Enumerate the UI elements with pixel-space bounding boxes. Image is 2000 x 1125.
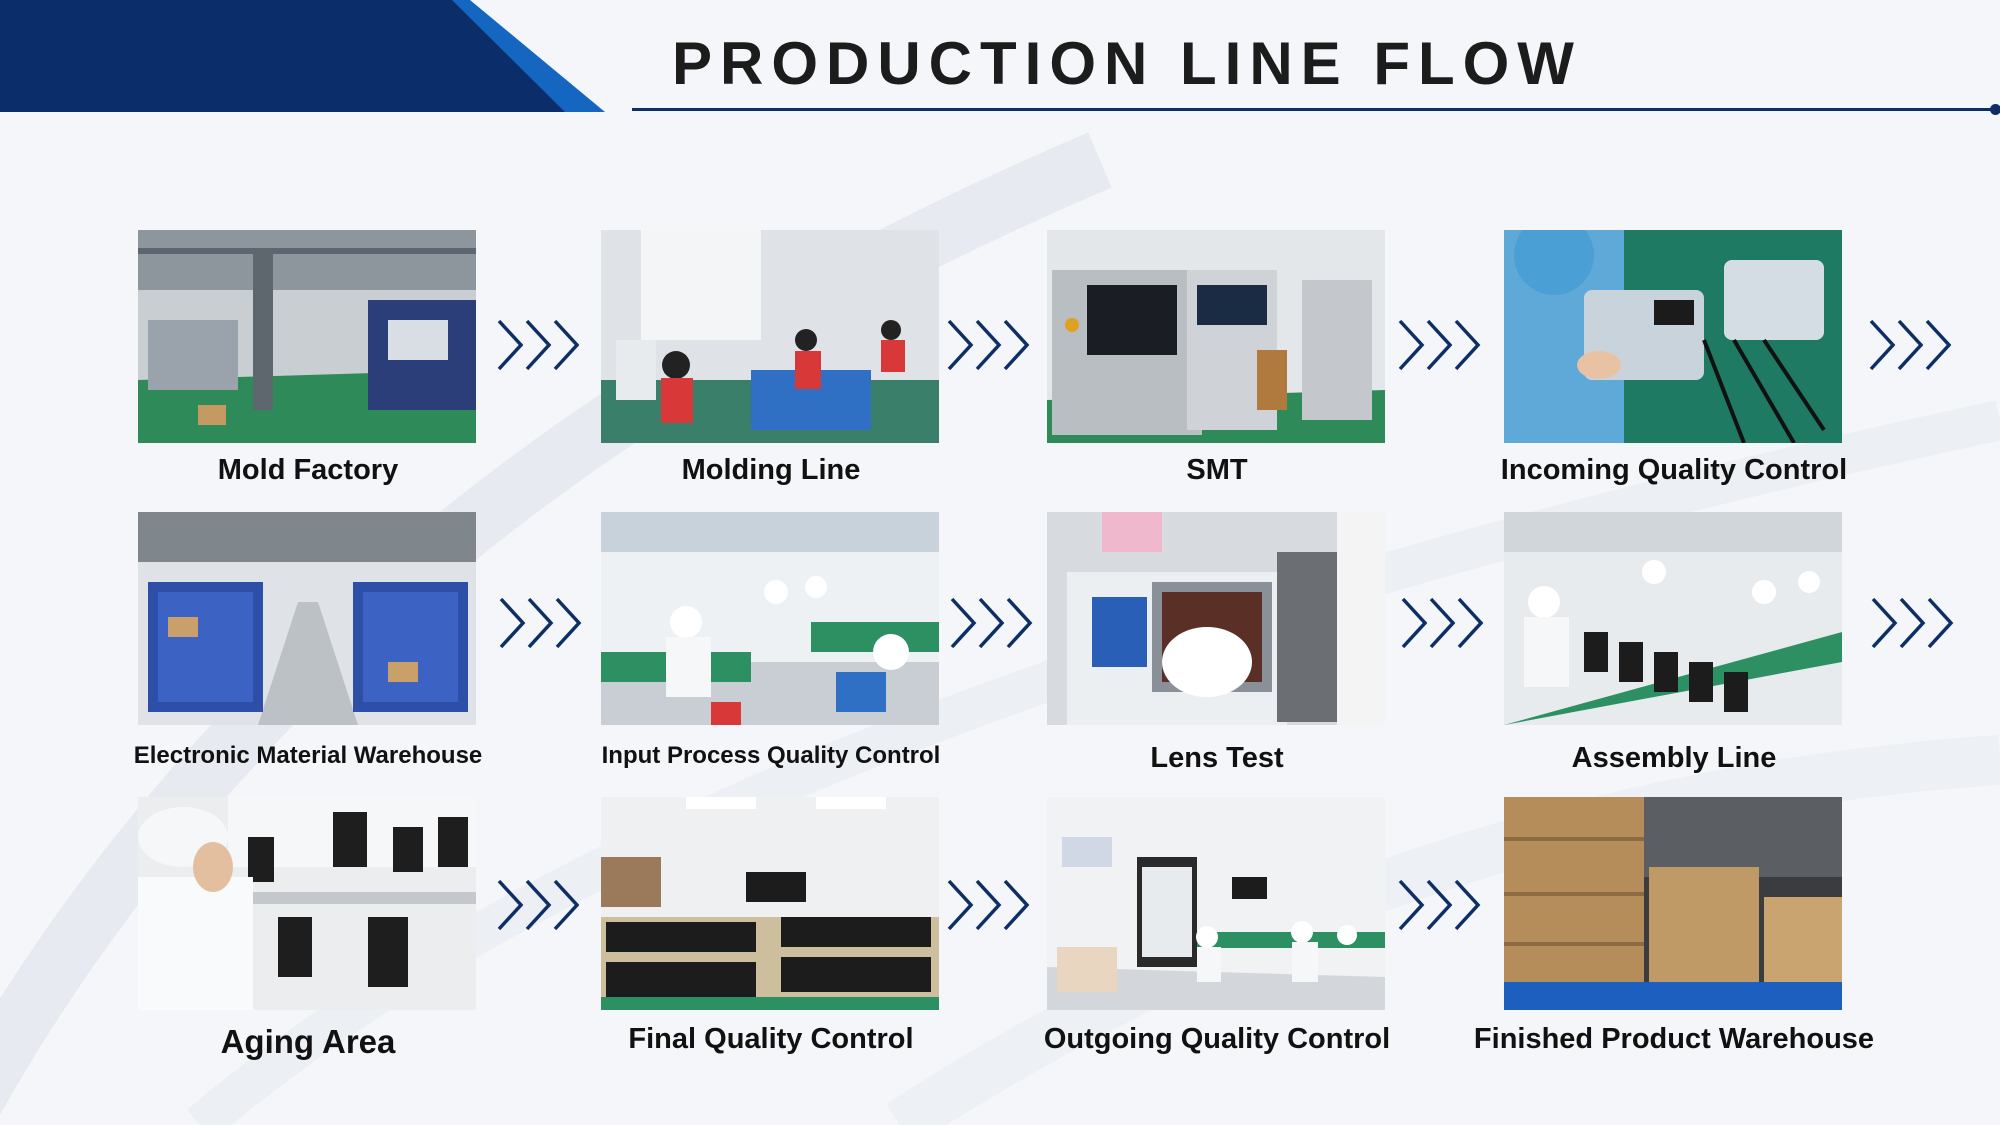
title-underline-dot	[1990, 104, 2000, 115]
triple-chevron-right-icon	[1871, 597, 1954, 649]
triple-chevron-right-icon	[947, 319, 1030, 371]
factory-floor-photo	[138, 230, 476, 443]
molding-workers-photo	[601, 230, 939, 443]
triple-chevron-right-icon	[1398, 879, 1481, 931]
triple-chevron-right-icon	[497, 879, 580, 931]
triple-chevron-right-icon	[497, 319, 580, 371]
page-title: PRODUCTION LINE FLOW	[672, 30, 1582, 97]
step-caption: Mold Factory	[217, 454, 399, 486]
boxes-pallets-photo	[1504, 797, 1842, 1010]
step-caption: Electronic Material Warehouse	[133, 742, 483, 769]
triple-chevron-right-icon	[950, 597, 1033, 649]
header-banner	[0, 0, 605, 112]
triple-chevron-right-icon	[1401, 597, 1484, 649]
assembly-workers-photo	[601, 512, 939, 725]
inspection-hands-photo	[1504, 230, 1842, 443]
triple-chevron-right-icon	[1869, 319, 1952, 371]
step-caption: Incoming Quality Control	[1500, 454, 1848, 486]
triple-chevron-right-icon	[947, 879, 1030, 931]
step-caption: Outgoing Quality Control	[1043, 1023, 1391, 1055]
step-caption: Assembly Line	[1571, 742, 1777, 774]
triple-chevron-right-icon	[1398, 319, 1481, 371]
aging-rack-photo	[138, 797, 476, 1010]
step-caption: Input Process Quality Control	[601, 742, 941, 769]
warehouse-shelves-photo	[138, 512, 476, 725]
qc-office-photo	[1047, 797, 1385, 1010]
step-caption: Final Quality Control	[628, 1023, 914, 1055]
step-caption: Finished Product Warehouse	[1473, 1023, 1875, 1055]
step-caption: Lens Test	[1150, 742, 1284, 774]
camera-assembly-photo	[1504, 512, 1842, 725]
title-underline	[632, 108, 1992, 111]
triple-chevron-right-icon	[499, 597, 582, 649]
test-chamber-photo	[1047, 512, 1385, 725]
step-caption: SMT	[1186, 454, 1248, 486]
step-caption: Molding Line	[681, 454, 861, 486]
smt-machine-photo	[1047, 230, 1385, 443]
camera-shelves-photo	[601, 797, 939, 1010]
step-caption: Aging Area	[220, 1023, 396, 1060]
